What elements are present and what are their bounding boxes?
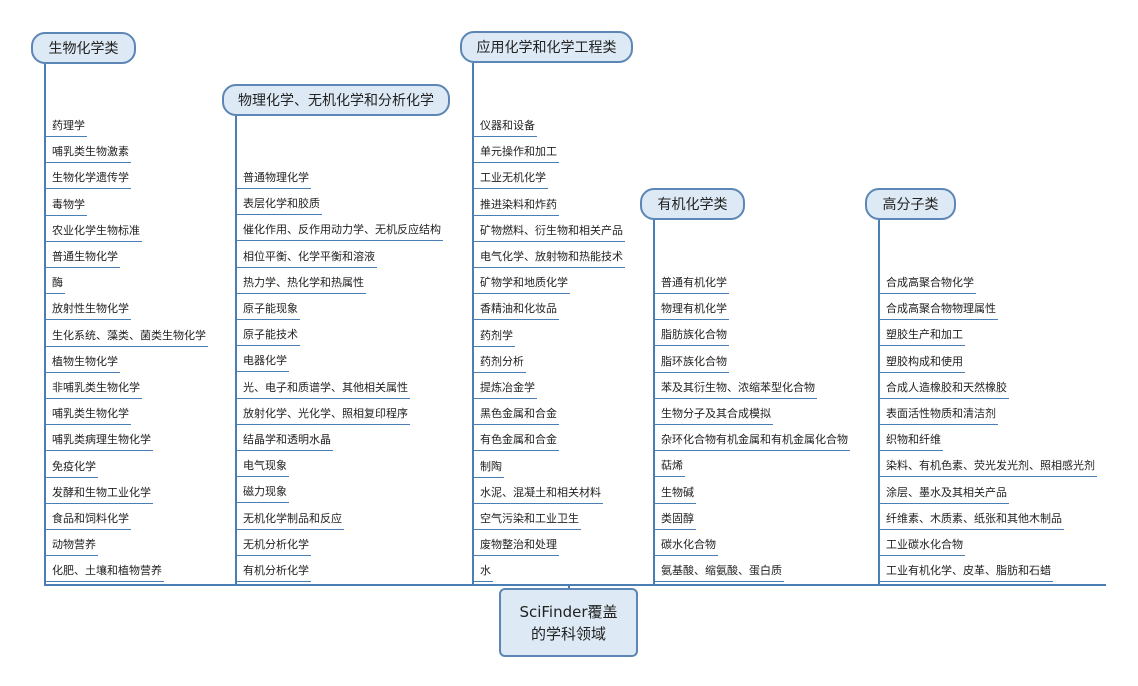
list-item[interactable]: 酶 (46, 275, 65, 294)
list-item[interactable]: 无机分析化学 (237, 537, 311, 556)
root-stem (568, 584, 570, 590)
list-item[interactable]: 结晶学和透明水晶 (237, 432, 333, 451)
list-item[interactable]: 普通物理化学 (237, 170, 311, 189)
list-item[interactable]: 物理有机化学 (655, 301, 729, 320)
list-item[interactable]: 塑胶构成和使用 (880, 354, 965, 373)
list-item[interactable]: 植物生物化学 (46, 354, 120, 373)
list-item[interactable]: 生物碱 (655, 485, 696, 504)
list-item[interactable]: 单元操作和加工 (474, 144, 559, 163)
list-item[interactable]: 生物化学遗传学 (46, 170, 131, 189)
list-item[interactable]: 推进染料和炸药 (474, 197, 559, 216)
list-item[interactable]: 化肥、土壤和植物营养 (46, 563, 164, 582)
list-item[interactable]: 表面活性物质和清洁剂 (880, 406, 998, 425)
list-item[interactable]: 黑色金属和合金 (474, 406, 559, 425)
list-item[interactable]: 发酵和生物工业化学 (46, 485, 153, 504)
list-item[interactable]: 热力学、热化学和热属性 (237, 275, 366, 294)
list-item[interactable]: 制陶 (474, 459, 504, 478)
branch-biochemistry[interactable]: 生物化学类 (31, 32, 136, 64)
branch-physical-chemistry[interactable]: 物理化学、无机化学和分析化学 (222, 84, 450, 116)
list-item[interactable]: 哺乳类病理生物化学 (46, 432, 153, 451)
root-connector (44, 584, 1106, 586)
list-item[interactable]: 织物和纤维 (880, 432, 943, 451)
list-item[interactable]: 光、电子和质谱学、其他相关属性 (237, 380, 410, 399)
list-item[interactable]: 磁力现象 (237, 484, 289, 503)
list-item[interactable]: 涂层、墨水及其相关产品 (880, 485, 1009, 504)
root-line-2: 的学科领域 (530, 624, 606, 643)
list-item[interactable]: 纤维素、木质素、纸张和其他木制品 (880, 511, 1064, 530)
list-item[interactable]: 药剂分析 (474, 354, 526, 373)
list-item[interactable]: 仪器和设备 (474, 118, 537, 137)
list-item[interactable]: 矿物学和地质化学 (474, 275, 570, 294)
list-item[interactable]: 哺乳类生物激素 (46, 144, 131, 163)
list-item[interactable]: 非哺乳类生物化学 (46, 380, 142, 399)
branch-organic-chemistry[interactable]: 有机化学类 (640, 188, 745, 220)
list-item[interactable]: 脂环族化合物 (655, 354, 729, 373)
list-item[interactable]: 碳水化合物 (655, 537, 718, 556)
list-item[interactable]: 生化系统、藻类、菌类生物化学 (46, 328, 208, 347)
list-item[interactable]: 工业无机化学 (474, 170, 548, 189)
branch-trunk (472, 63, 474, 585)
list-item[interactable]: 工业有机化学、皮革、脂肪和石蜡 (880, 563, 1053, 582)
branch-title: 物理化学、无机化学和分析化学 (238, 93, 434, 109)
list-item[interactable]: 放射性生物化学 (46, 301, 131, 320)
list-item[interactable]: 染料、有机色素、荧光发光剂、照相感光剂 (880, 458, 1097, 477)
list-item[interactable]: 食品和饲料化学 (46, 511, 131, 530)
list-item[interactable]: 水 (474, 563, 493, 582)
list-item[interactable]: 矿物燃料、衍生物和相关产品 (474, 223, 625, 242)
list-item[interactable]: 水泥、混凝土和相关材料 (474, 485, 603, 504)
list-item[interactable]: 生物分子及其合成模拟 (655, 406, 773, 425)
list-item[interactable]: 表层化学和胶质 (237, 196, 322, 215)
list-item[interactable]: 普通生物化学 (46, 249, 120, 268)
list-item[interactable]: 空气污染和工业卫生 (474, 511, 581, 530)
list-item[interactable]: 动物营养 (46, 537, 98, 556)
list-item[interactable]: 催化作用、反作用动力学、无机反应结构 (237, 222, 443, 241)
branch-title: 高分子类 (882, 197, 939, 213)
list-item[interactable]: 合成人造橡胶和天然橡胶 (880, 380, 1009, 399)
list-item[interactable]: 放射化学、光化学、照相复印程序 (237, 406, 410, 425)
list-item[interactable]: 药剂学 (474, 328, 515, 347)
list-item[interactable]: 氨基酸、缩氨酸、蛋白质 (655, 563, 784, 582)
list-item[interactable]: 有色金属和合金 (474, 432, 559, 451)
list-item[interactable]: 原子能技术 (237, 327, 300, 346)
branch-polymer[interactable]: 高分子类 (865, 188, 956, 220)
list-item[interactable]: 普通有机化学 (655, 275, 729, 294)
list-item[interactable]: 电器化学 (237, 353, 289, 372)
list-item[interactable]: 萜烯 (655, 458, 685, 477)
branch-title: 应用化学和化学工程类 (476, 40, 617, 56)
list-item[interactable]: 电气化学、放射物和热能技术 (474, 249, 625, 268)
list-item[interactable]: 脂肪族化合物 (655, 327, 729, 346)
list-item[interactable]: 农业化学生物标准 (46, 223, 142, 242)
list-item[interactable]: 提炼冶金学 (474, 380, 537, 399)
list-item[interactable]: 有机分析化学 (237, 563, 311, 582)
list-item[interactable]: 合成高聚合物物理属性 (880, 301, 998, 320)
root-node[interactable]: SciFinder覆盖 的学科领域 (499, 588, 638, 657)
list-item[interactable]: 无机化学制品和反应 (237, 511, 344, 530)
list-item[interactable]: 类固醇 (655, 511, 696, 530)
list-item[interactable]: 原子能现象 (237, 301, 300, 320)
root-line-1: SciFinder覆盖 (519, 602, 618, 621)
branch-applied-chemistry[interactable]: 应用化学和化学工程类 (460, 31, 633, 63)
branch-trunk (653, 220, 655, 585)
branch-title: 有机化学类 (657, 197, 728, 213)
branch-trunk (235, 116, 237, 585)
list-item[interactable]: 电气现象 (237, 458, 289, 477)
list-item[interactable]: 工业碳水化合物 (880, 537, 965, 556)
branch-trunk (44, 64, 46, 585)
list-item[interactable]: 免疫化学 (46, 459, 98, 478)
branch-title: 生物化学类 (48, 41, 119, 57)
branch-trunk (878, 220, 880, 585)
list-item[interactable]: 塑胶生产和加工 (880, 327, 965, 346)
list-item[interactable]: 合成高聚合物化学 (880, 275, 976, 294)
list-item[interactable]: 相位平衡、化学平衡和溶液 (237, 249, 377, 268)
list-item[interactable]: 毒物学 (46, 197, 87, 216)
list-item[interactable]: 哺乳类生物化学 (46, 406, 131, 425)
list-item[interactable]: 杂环化合物有机金属和有机金属化合物 (655, 432, 850, 451)
list-item[interactable]: 苯及其衍生物、浓缩苯型化合物 (655, 380, 817, 399)
list-item[interactable]: 香精油和化妆品 (474, 301, 559, 320)
list-item[interactable]: 药理学 (46, 118, 87, 137)
list-item[interactable]: 废物整治和处理 (474, 537, 559, 556)
